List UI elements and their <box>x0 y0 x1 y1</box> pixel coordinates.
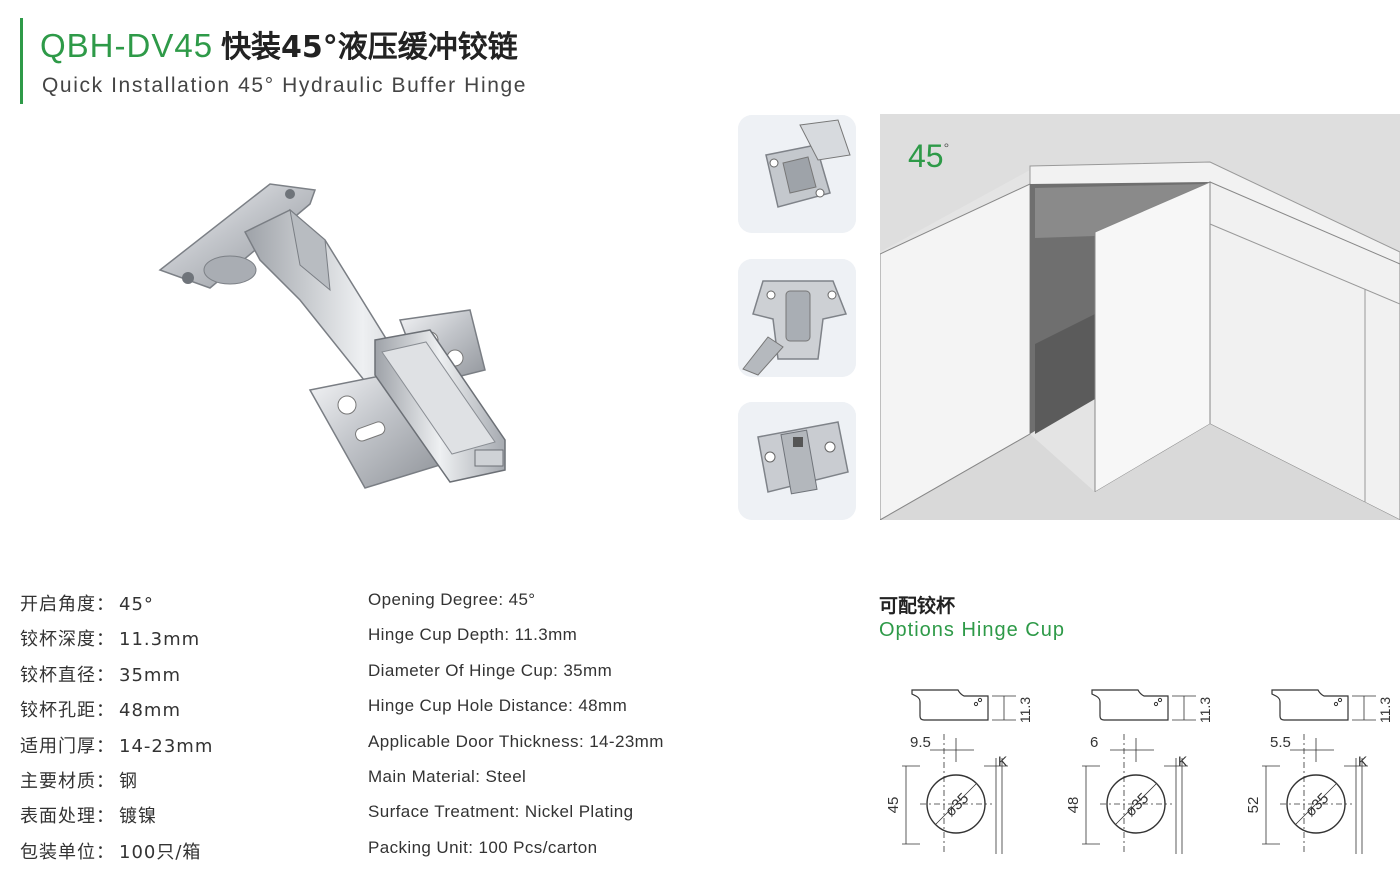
detail-thumbnail-3[interactable] <box>738 402 856 520</box>
cup-hole-mark <box>977 697 983 703</box>
cup-k-label: K <box>998 753 1008 769</box>
cup-hole-mark <box>1153 701 1159 707</box>
cup-diameter-label: ø35 <box>1302 790 1332 820</box>
cup-hole-mark <box>1337 697 1343 703</box>
spec-row-cn: 铰杯直径：35mm <box>20 661 213 696</box>
title-cn: 快装45°液压缓冲铰链 <box>221 30 518 65</box>
specs-list-cn: 开启角度：45° 铰杯深度：11.3mm 铰杯直径：35mm 铰杯孔距：48mm… <box>20 590 213 873</box>
cup-hole-distance-label: 52 <box>1245 797 1262 814</box>
title-en: Quick Installation 45° Hydraulic Buffer … <box>42 74 528 97</box>
cup-hole-mark <box>1333 701 1339 707</box>
spec-label: 铰杯深度： <box>20 629 115 651</box>
spec-row-cn: 表面处理：镀镍 <box>20 802 213 837</box>
detail-thumbnail-1[interactable] <box>738 115 856 233</box>
spec-row-en: Applicable Door Thickness: 14-23mm <box>368 731 664 751</box>
spec-row-en: Hinge Cup Hole Distance: 48mm <box>368 696 628 716</box>
spec-row-cn: 开启角度：45° <box>20 590 213 625</box>
spec-row-en: Main Material: Steel <box>368 766 527 786</box>
options-title-cn: 可配铰杯 <box>879 595 956 617</box>
cup-k-label: K <box>1358 753 1368 769</box>
spec-row-cn: 包装单位：100只/箱 <box>20 838 213 873</box>
hinge-product-image <box>150 170 530 500</box>
spec-row-cn: 铰杯深度：11.3mm <box>20 625 213 660</box>
angle-value: 45 <box>908 138 944 174</box>
cup-depth-label: 11.3 <box>1017 697 1033 723</box>
spec-value: 11.3mm <box>119 629 201 651</box>
spec-label: 铰杯孔距： <box>20 700 115 722</box>
cup-offset-label: 6 <box>1090 734 1098 751</box>
cup-hole-distance-label: 45 <box>885 797 902 814</box>
cup-profile <box>911 689 989 721</box>
cup-hole-distance-label: 48 <box>1065 797 1082 814</box>
cup-depth-label: 11.3 <box>1197 697 1213 723</box>
spec-value: 100只/箱 <box>119 841 202 863</box>
spec-label: 适用门厚： <box>20 735 115 757</box>
spec-row-en: Packing Unit: 100 Pcs/carton <box>368 837 598 857</box>
cup-hole-mark <box>973 701 979 707</box>
cup-hole-mark <box>1157 697 1163 703</box>
dim-line <box>1295 783 1337 825</box>
spec-value: 镀镍 <box>119 806 157 828</box>
spec-value: 45° <box>119 594 154 615</box>
spec-label: 铰杯直径： <box>20 664 115 686</box>
cup-drawing-svg: 11.3 9.5K 45 ø35 <box>885 689 1033 854</box>
spec-label: 包装单位： <box>20 841 115 863</box>
cup-k-label: K <box>1178 753 1188 769</box>
cup-profile <box>1271 689 1349 721</box>
options-title-en: Options Hinge Cup <box>879 619 1065 641</box>
detail-thumbnail-2[interactable] <box>738 259 856 377</box>
spec-row-en: Opening Degree: 45° <box>368 590 536 609</box>
spec-value: 钢 <box>119 770 138 792</box>
spec-row-cn: 铰杯孔距：48mm <box>20 696 213 731</box>
angle-label: 45° <box>908 138 949 175</box>
cup-diameter-label: ø35 <box>1122 790 1152 820</box>
spec-label: 表面处理： <box>20 806 115 828</box>
installation-scene: 45° <box>879 114 1400 521</box>
cup-drawing-svg: 11.3 6K 48 ø35 <box>1065 689 1213 854</box>
spec-value: 14-23mm <box>119 735 214 757</box>
spec-label: 主要材质： <box>20 770 115 792</box>
specs-list-en: Opening Degree: 45° Hinge Cup Depth: 11.… <box>368 590 664 873</box>
spec-row-cn: 主要材质：钢 <box>20 767 213 802</box>
cup-drawing-svg: 11.3 5.5K 52 ø35 <box>1245 689 1393 854</box>
angle-unit: ° <box>943 140 950 156</box>
spec-row-en: Surface Treatment: Nickel Plating <box>368 802 634 822</box>
spec-row-cn: 适用门厚：14-23mm <box>20 732 213 767</box>
cup-depth-label: 11.3 <box>1377 697 1393 723</box>
spec-row-en: Hinge Cup Depth: 11.3mm <box>368 625 578 645</box>
cup-offset-label: 9.5 <box>910 734 931 751</box>
model-code: QBH-DV45 <box>40 27 214 64</box>
dim-line <box>935 783 977 825</box>
spec-value: 35mm <box>119 664 181 686</box>
spec-label: 开启角度： <box>20 594 115 615</box>
cup-offset-label: 5.5 <box>1270 734 1291 751</box>
accent-bar <box>20 18 23 104</box>
spec-value: 48mm <box>119 700 181 722</box>
spec-row-en: Diameter Of Hinge Cup: 35mm <box>368 660 613 680</box>
cup-diameter-label: ø35 <box>942 790 972 820</box>
cup-profile <box>1091 689 1169 721</box>
dim-line <box>1115 783 1157 825</box>
